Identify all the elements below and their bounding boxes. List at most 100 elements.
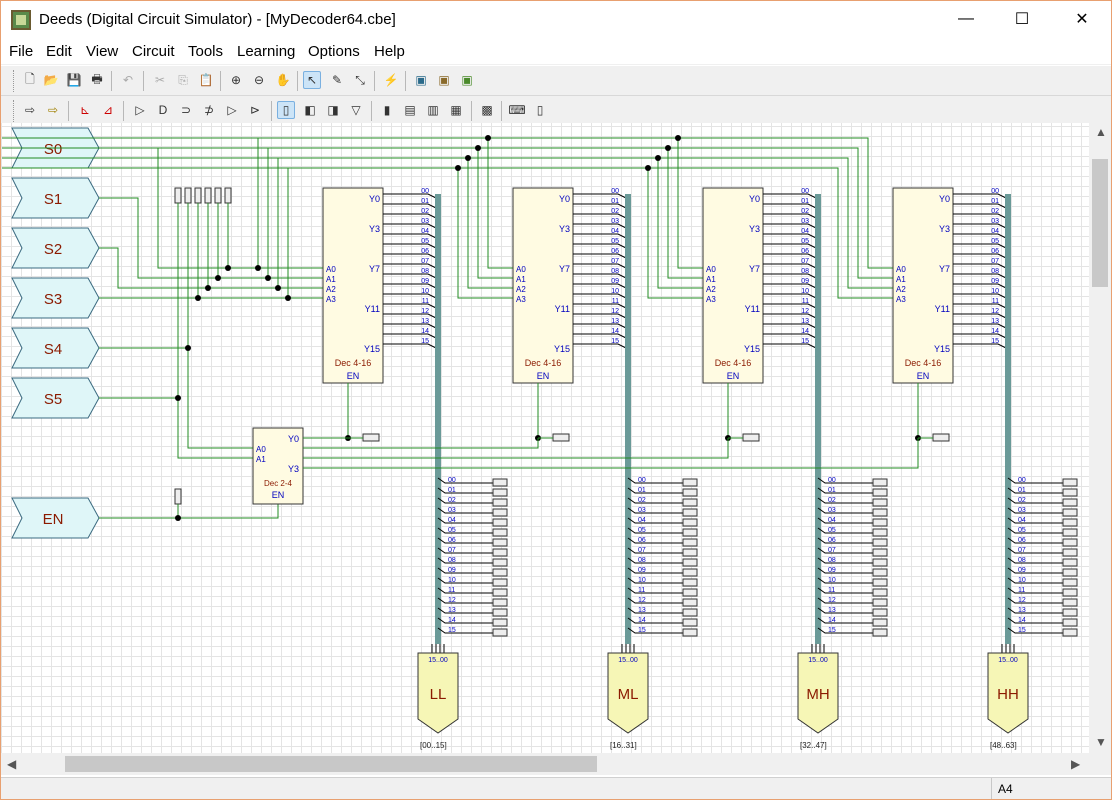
input-port-s5[interactable] (11, 377, 100, 419)
toolbar-separator (405, 71, 406, 91)
output-port-icon[interactable]: ⇨ (47, 103, 59, 117)
cut-icon[interactable]: ✂ (154, 73, 166, 87)
close-button[interactable]: ✕ (1075, 11, 1089, 28)
save-icon[interactable]: 💾 (66, 73, 82, 87)
nor-gate-icon[interactable]: ⊳ (249, 103, 261, 117)
new-file-icon[interactable]: 🗋 (25, 71, 35, 86)
decoder-4-16[interactable] (512, 187, 574, 384)
demux-icon[interactable]: ◧ (304, 103, 316, 117)
scroll-left-icon[interactable]: ◀ (7, 757, 17, 771)
horizontal-scroll-thumb[interactable] (65, 756, 597, 772)
decoder-2-4[interactable] (252, 427, 304, 505)
menu-tools[interactable]: Tools (188, 43, 224, 60)
memory-icon[interactable]: ▩ (481, 103, 493, 117)
probe-icon[interactable]: ⊿ (102, 103, 114, 117)
hand-pan-icon[interactable]: ✋ (275, 73, 291, 87)
scroll-up-icon[interactable]: ▲ (1095, 125, 1107, 139)
buffer-gate-icon[interactable]: ▷ (135, 103, 145, 117)
bus-tap-wire (1007, 607, 1063, 614)
menu-circuit[interactable]: Circuit (132, 43, 175, 60)
horizontal-scrollbar[interactable]: ◀ ▶ (1, 753, 1089, 775)
minimize-button[interactable]: — (958, 10, 974, 27)
probe-edit-icon[interactable]: ⚡ (383, 73, 399, 87)
nand-gate-icon[interactable]: ▷ (227, 103, 237, 117)
paste-icon[interactable]: 📋 (198, 73, 214, 87)
bus-line-label: 02 (801, 208, 809, 215)
decoder-4-16[interactable] (702, 187, 764, 384)
wire-addr-branch (487, 138, 513, 269)
scroll-down-icon[interactable]: ▼ (1095, 735, 1107, 749)
switch-icon[interactable] (174, 488, 182, 505)
fpga-chip-2-icon[interactable]: ▣ (438, 73, 450, 87)
input-port-s3[interactable] (11, 277, 100, 319)
input-port-en[interactable] (11, 497, 100, 539)
switch-icon[interactable] (184, 187, 192, 204)
keyboard-icon[interactable]: ⌨ (508, 103, 526, 117)
encoder-icon[interactable]: ◨ (327, 103, 339, 117)
scroll-right-icon[interactable]: ▶ (1071, 757, 1081, 771)
toolbar-grip[interactable] (13, 70, 16, 92)
led-indicator (1062, 578, 1078, 587)
switch-icon[interactable] (204, 187, 212, 204)
terminal-icon[interactable]: ▯ (536, 103, 544, 117)
vertical-scrollbar[interactable]: ▲ ▼ (1089, 123, 1111, 753)
open-folder-icon[interactable]: 📂 (43, 73, 59, 87)
display-icon[interactable]: ▦ (450, 103, 462, 117)
menu-help[interactable]: Help (374, 43, 405, 60)
input-port-s4[interactable] (11, 327, 100, 369)
led-indicator (872, 578, 888, 587)
junction-dot (475, 145, 481, 151)
switch-icon[interactable] (214, 187, 222, 204)
or-gate-icon[interactable]: ⊃ (180, 103, 192, 117)
input-port-s1[interactable] (11, 177, 100, 219)
decoder-icon[interactable]: ▽ (351, 103, 361, 117)
bus-output-label: LL (430, 686, 447, 703)
clock-icon[interactable]: ⊾ (79, 103, 91, 117)
flip-flop-icon[interactable]: ▮ (383, 103, 391, 117)
eraser-icon[interactable]: ✎ (331, 73, 343, 87)
decoder-4-16[interactable] (892, 187, 954, 384)
copy-icon[interactable]: ⎘ (178, 72, 188, 87)
menu-file[interactable]: File (9, 43, 34, 60)
switch-icon[interactable] (194, 187, 202, 204)
bus-output-ll[interactable] (417, 652, 459, 734)
bus-output-mh[interactable] (797, 652, 839, 734)
menu-options[interactable]: Options (308, 43, 360, 60)
toolbar-grip[interactable] (13, 100, 16, 122)
undo-icon[interactable]: ↶ (122, 73, 134, 87)
vertical-scroll-thumb[interactable] (1092, 159, 1108, 287)
fpga-chip-icon[interactable]: ▣ (415, 73, 427, 87)
print-icon[interactable]: 🖶 (91, 71, 103, 86)
menu-edit[interactable]: Edit (46, 43, 72, 60)
switch-icon[interactable] (224, 187, 232, 204)
fpga-chip-3-icon[interactable]: ▣ (461, 73, 473, 87)
bus-tap-wire (383, 243, 439, 250)
zoom-in-icon[interactable]: ⊕ (230, 73, 242, 87)
bus-output-range: [48..63] (990, 741, 1017, 750)
and-gate-icon[interactable]: D (158, 103, 168, 117)
bus-line-label: 11 (992, 298, 999, 305)
bus-line-label: 09 (638, 567, 646, 574)
input-port-icon[interactable]: ⇨ (24, 103, 36, 117)
menu-learning[interactable]: Learning (237, 43, 296, 60)
bus-tap-wire (437, 487, 493, 494)
input-port-s2[interactable] (11, 227, 100, 269)
bus-line-label: 07 (801, 258, 809, 265)
pointer-icon[interactable]: ↖ (303, 71, 321, 89)
mux-icon[interactable]: ▯ (277, 101, 295, 119)
led-indicator (742, 433, 760, 442)
counter-icon[interactable]: ▥ (427, 103, 439, 117)
bus-output-hh[interactable] (987, 652, 1029, 734)
menu-view[interactable]: View (86, 43, 119, 60)
bus-output-ml[interactable] (607, 652, 649, 734)
xor-gate-icon[interactable]: ⊅ (203, 103, 215, 117)
register-icon[interactable]: ▤ (404, 103, 416, 117)
decoder-4-16[interactable] (322, 187, 384, 384)
switch-icon[interactable] (174, 187, 182, 204)
wire-tool-icon[interactable]: ⤡ (355, 72, 365, 87)
zoom-out-icon[interactable]: ⊖ (253, 73, 265, 87)
led-indicator (682, 498, 698, 507)
maximize-button[interactable]: ☐ (1014, 11, 1030, 28)
